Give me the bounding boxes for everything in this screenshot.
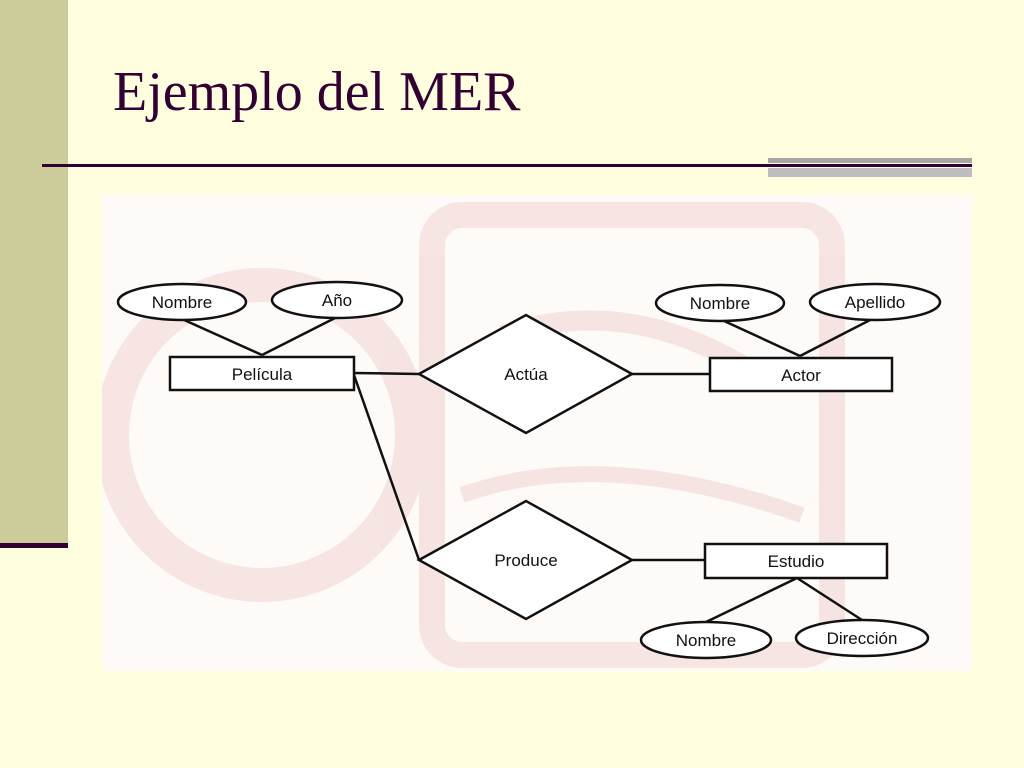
attribute-estudio-direccion: Dirección bbox=[794, 618, 930, 658]
line-pelicula-nombre bbox=[181, 317, 263, 357]
attribute-estudio-nombre: Nombre bbox=[639, 620, 773, 660]
attribute-label: Nombre bbox=[690, 294, 750, 313]
line-estudio-direccion bbox=[796, 576, 863, 622]
divider-accent-top bbox=[768, 158, 972, 163]
attribute-pelicula-anio: Año bbox=[270, 280, 404, 320]
attribute-label: Nombre bbox=[676, 631, 736, 650]
attribute-label: Año bbox=[322, 291, 352, 310]
relationship-label: Actúa bbox=[504, 365, 548, 384]
left-decor-line bbox=[0, 543, 68, 548]
entity-label: Película bbox=[232, 365, 293, 384]
left-decor-bar bbox=[0, 0, 68, 546]
attribute-actor-apellido: Apellido bbox=[808, 282, 942, 322]
er-diagram: Nombre Año Nombre Apellido Nombre Direcc… bbox=[102, 202, 942, 668]
relationship-actua: Actúa bbox=[416, 313, 635, 435]
attribute-label: Dirección bbox=[827, 629, 898, 648]
entity-label: Actor bbox=[781, 366, 821, 385]
er-diagram-panel: Nombre Año Nombre Apellido Nombre Direcc… bbox=[102, 195, 972, 671]
line-pelicula-produce bbox=[352, 374, 421, 561]
entity-estudio: Estudio bbox=[703, 542, 889, 580]
line-pelicula-anio bbox=[261, 315, 338, 357]
relationship-produce: Produce bbox=[416, 499, 635, 621]
background-watermark bbox=[102, 202, 845, 668]
entity-actor: Actor bbox=[708, 356, 894, 393]
entity-pelicula: Película bbox=[168, 355, 356, 392]
line-estudio-nombre bbox=[703, 576, 798, 625]
line-actor-apellido bbox=[799, 317, 873, 358]
connector-lines bbox=[181, 315, 873, 625]
attribute-label: Apellido bbox=[845, 293, 906, 312]
attribute-actor-nombre: Nombre bbox=[654, 283, 786, 323]
attribute-label: Nombre bbox=[152, 293, 212, 312]
line-actor-nombre bbox=[721, 318, 801, 358]
attribute-pelicula-nombre: Nombre bbox=[116, 282, 248, 322]
line-pelicula-actua bbox=[353, 371, 420, 376]
entity-label: Estudio bbox=[768, 552, 825, 571]
relationship-label: Produce bbox=[494, 551, 557, 570]
title-divider bbox=[42, 164, 972, 167]
slide-title: Ejemplo del MER bbox=[113, 61, 521, 123]
divider-accent-bottom bbox=[768, 168, 972, 177]
